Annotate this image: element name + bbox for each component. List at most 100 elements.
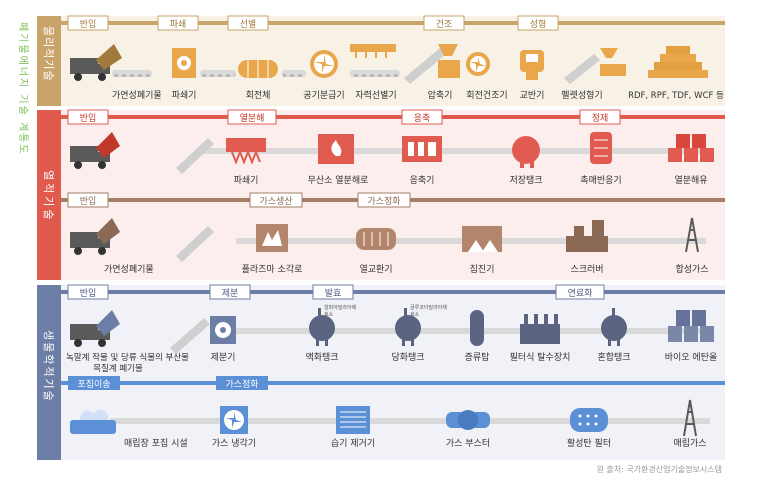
pellet-former-icon — [600, 48, 626, 76]
item-label: 매립가스 — [673, 438, 706, 449]
truck-icon — [70, 44, 122, 81]
conveyor-icon — [176, 226, 214, 262]
pyrolysis-shredder-icon — [226, 138, 266, 165]
section-label-biological: 생물학적기술 — [42, 330, 55, 403]
item-label: 파쇄기 — [172, 90, 197, 101]
process-pipe — [200, 148, 710, 154]
step-tag: 반입 — [80, 195, 97, 207]
tank-note: 글루코아밀라아제 — [410, 304, 447, 311]
thermal-row-1: 파쇄기 무산소 열분해로 응축기 저장탱크 촉매반응기 열분해유 — [70, 132, 714, 186]
item-label: 열교환기 — [359, 263, 392, 275]
item-label: 매립장 포집 시설 — [124, 437, 188, 449]
item-label: 집진기 — [470, 263, 495, 275]
item-label: 합성가스 — [675, 264, 708, 275]
step-tag: 응축 — [414, 113, 431, 124]
tank-note: 효소 — [410, 312, 420, 318]
landfill-collection-icon — [70, 409, 116, 434]
item-label: 회전건조기 — [466, 90, 507, 101]
item-label: 당화탱크 — [391, 352, 424, 363]
thermal-row-2: 가연성폐기물 플라즈마 소각로 열교환기 집진기 스크러버 합성가스 — [70, 217, 709, 275]
item-label: 혼합탱크 — [597, 351, 630, 363]
item-label: 응축기 — [410, 175, 435, 186]
section-label-physical: 물리적기술 — [42, 26, 55, 82]
mixer-icon — [520, 50, 544, 80]
mill-icon — [210, 316, 236, 344]
bio-ethanol-drums-icon — [668, 310, 714, 342]
item-label: 필터식 탈수장치 — [510, 351, 571, 363]
item-label: 스크러버 — [570, 264, 603, 275]
section-label-thermal: 열적기술 — [42, 170, 55, 222]
shredder-icon — [172, 48, 196, 78]
step-tag: 선별 — [240, 19, 257, 30]
step-tag: 반입 — [80, 18, 97, 30]
item-label: 액화탱크 — [305, 351, 338, 363]
truck-icon — [70, 310, 120, 347]
step-tag: 제분 — [222, 288, 239, 299]
item-label: 녹말계 작물 및 당류 식물의 부산물 — [66, 352, 189, 363]
item-label: 가스 부스터 — [446, 438, 490, 449]
syngas-tower-icon — [685, 217, 699, 253]
condenser-icon — [402, 136, 442, 162]
item-label: 촉매반응기 — [580, 175, 621, 186]
conveyor-icon — [176, 138, 214, 174]
item-label: 가스 냉각기 — [212, 437, 256, 449]
conveyor-icon — [112, 70, 152, 77]
step-tag: 가스정화 — [225, 379, 258, 390]
item-label: 공기분급기 — [303, 90, 344, 101]
landfill-gas-tower-icon — [683, 399, 697, 437]
activated-carbon-filter-icon — [570, 408, 608, 432]
section-panel-physical — [61, 16, 725, 106]
item-label: 압축기 — [428, 89, 453, 101]
item-label: 습기 제거기 — [331, 438, 375, 449]
pyrolysis-oil-drums-icon — [668, 134, 714, 162]
item-label: 증류탑 — [465, 351, 490, 363]
conveyor-icon — [282, 70, 306, 77]
liquefaction-tank-icon — [309, 308, 335, 346]
air-classifier-icon — [310, 50, 338, 78]
item-label: 펠렛성형기 — [561, 89, 602, 101]
catalytic-reactor-icon — [590, 132, 612, 164]
plasma-incinerator-icon — [256, 224, 288, 252]
item-label: 가연성폐기물 — [112, 89, 162, 101]
step-tag: 건조 — [436, 19, 453, 30]
rotary-drum-icon — [238, 60, 278, 78]
conveyor-icon — [404, 48, 446, 84]
item-label: 저장탱크 — [509, 175, 542, 186]
step-tag: 반입 — [80, 287, 97, 299]
step-tag: 포집이송 — [77, 378, 110, 390]
item-label: 교반기 — [520, 90, 545, 101]
step-tag: 가스정화 — [367, 196, 400, 207]
product-pellet-stack-icon — [648, 46, 708, 78]
magnetic-separator-icon — [350, 44, 400, 77]
item-label: RDF, RPF, TDF, WCF 등 — [628, 91, 724, 101]
item-label: 제분기 — [211, 352, 236, 363]
dehumidifier-icon — [336, 406, 370, 434]
step-tag: 가스생산 — [259, 196, 292, 207]
mixing-tank-icon — [601, 308, 627, 346]
step-tag: 연료화 — [568, 288, 593, 299]
step-tag: 성형 — [530, 19, 547, 30]
step-tag: 열분해 — [240, 113, 265, 124]
item-label: 자력선별기 — [355, 89, 396, 101]
step-tag: 반입 — [80, 112, 97, 124]
bio-row-1: 알파아밀라아제 효소 글루코아밀라아제 효소 녹말계 작물 및 — [66, 304, 717, 374]
step-tag: 파쇄 — [170, 19, 187, 30]
filter-dewatering-icon — [520, 314, 560, 344]
step-tags: 반입 파쇄 선별 건조 성형 반입 열분해 응축 정제 반입 가스생산 가스정화… — [67, 15, 621, 390]
section-bar-physical — [37, 16, 61, 106]
item-label: 무산소 열분해로 — [308, 175, 369, 186]
section-bar-thermal — [37, 110, 61, 280]
pyrolysis-furnace-icon — [318, 134, 354, 164]
source-note: 원 출처: 국가환경산업기술정보시스템 — [596, 464, 722, 474]
conveyor-icon — [564, 54, 600, 84]
side-title: 폐기물에너지 기술 계통도 — [17, 22, 29, 156]
dust-collector-icon — [462, 226, 502, 252]
gas-cooler-icon — [220, 406, 248, 434]
saccharification-tank-icon — [395, 308, 421, 346]
tank-note: 효소 — [324, 312, 334, 318]
item-label: 열분해유 — [674, 175, 707, 186]
step-tag: 정제 — [592, 113, 609, 124]
item-label: 활성탄 필터 — [567, 437, 611, 449]
distillation-column-icon — [470, 310, 484, 346]
